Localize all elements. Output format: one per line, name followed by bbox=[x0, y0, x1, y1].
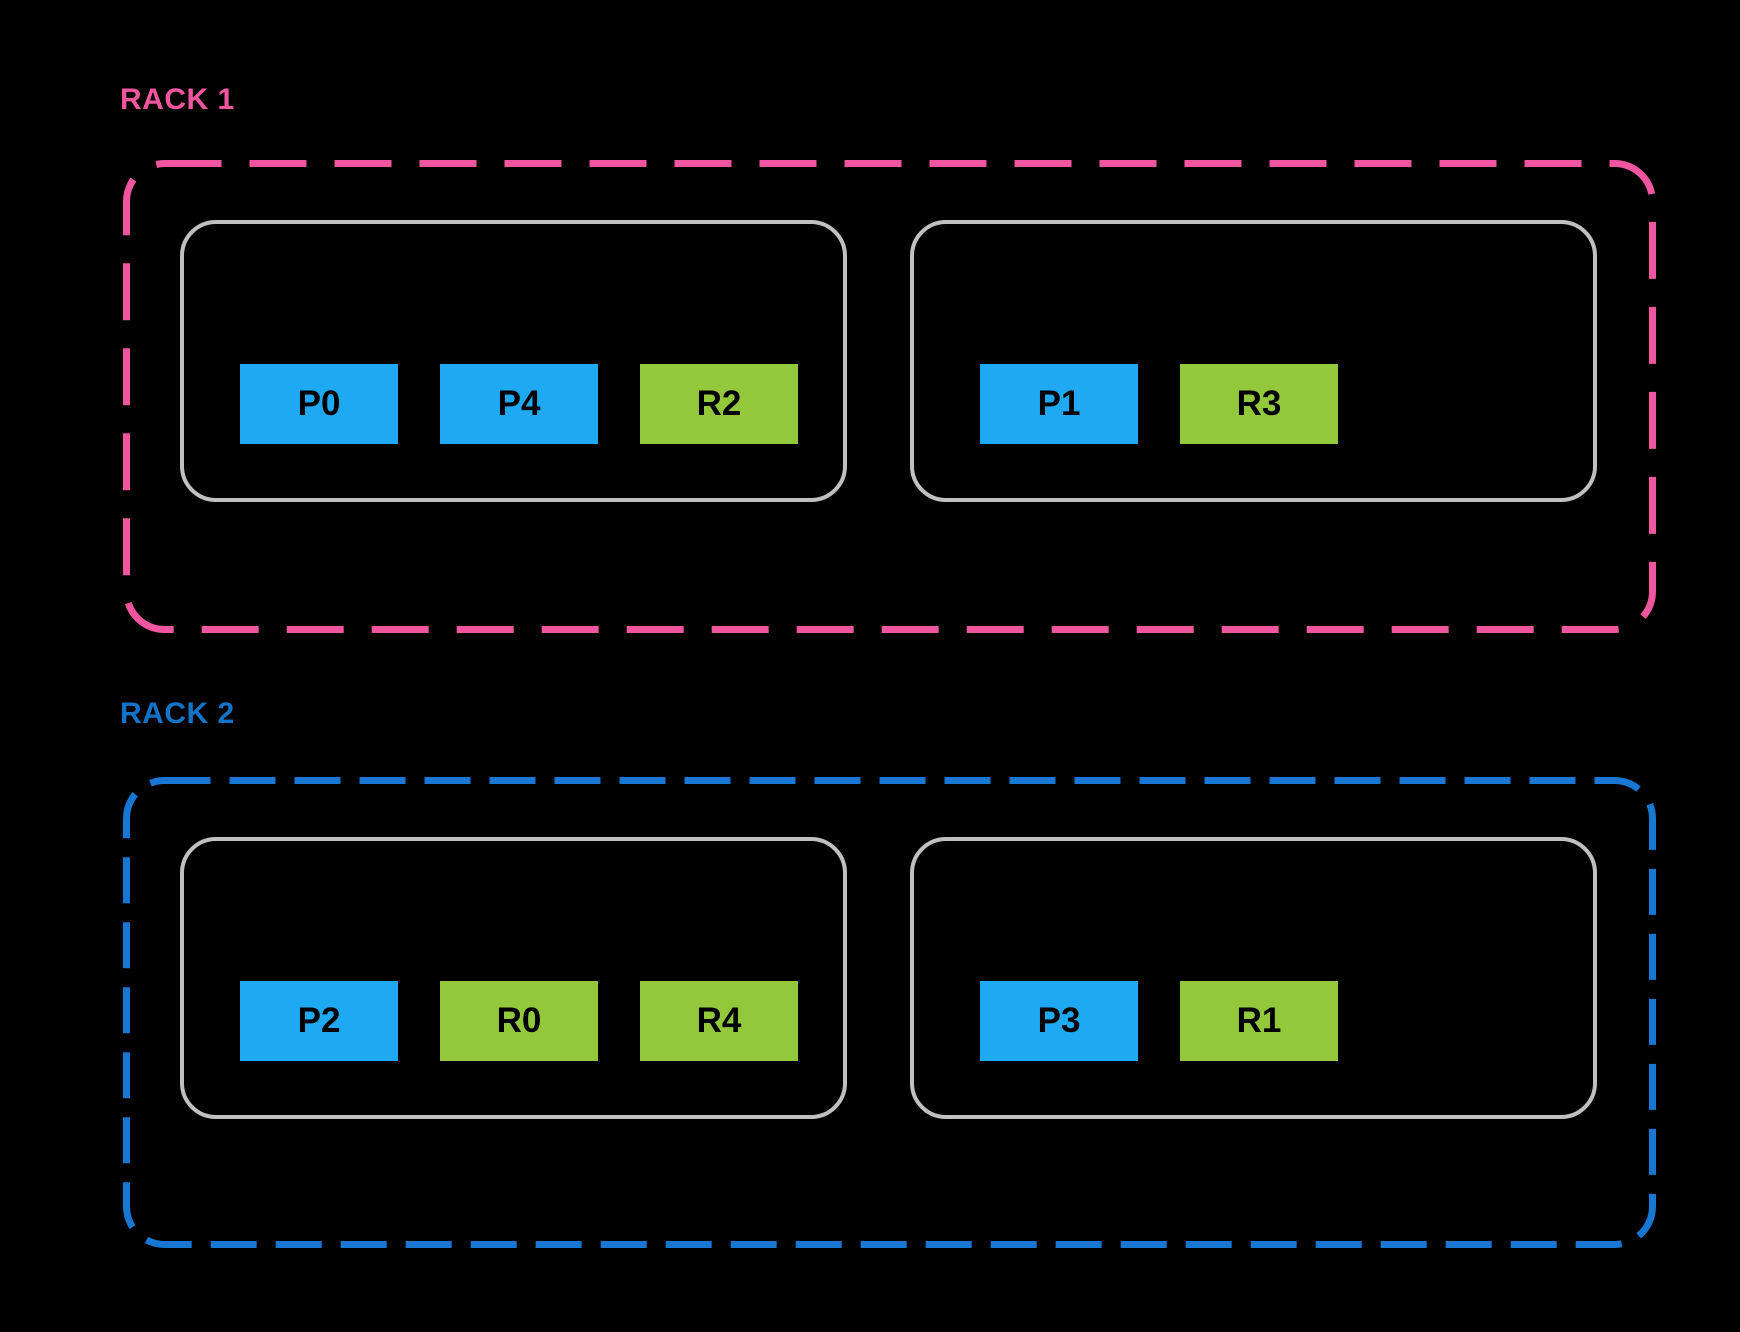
shard-r2-label: R2 bbox=[696, 384, 742, 423]
shard-p1: P1 bbox=[980, 364, 1138, 444]
shard-r1-label: R1 bbox=[1236, 1001, 1282, 1040]
rack2-node1: P2 R0 R4 bbox=[180, 837, 847, 1119]
shard-p2-label: P2 bbox=[297, 1001, 341, 1040]
rack2-node2: P3 R1 bbox=[910, 837, 1597, 1119]
rack2-container: P2 R0 R4 P3 R1 bbox=[123, 777, 1656, 1248]
shard-p1-label: P1 bbox=[1037, 384, 1081, 423]
shard-r3: R3 bbox=[1180, 364, 1338, 444]
rack1-dashed-outline bbox=[123, 160, 1656, 633]
shard-p0-label: P0 bbox=[297, 384, 341, 423]
rack1-node1: P0 P4 R2 bbox=[180, 220, 847, 502]
shard-r3-label: R3 bbox=[1236, 384, 1282, 423]
shard-r0: R0 bbox=[440, 981, 598, 1061]
rack2-dashed-outline bbox=[123, 777, 1656, 1248]
shard-r0-label: R0 bbox=[496, 1001, 542, 1040]
shard-p3: P3 bbox=[980, 981, 1138, 1061]
shard-r4: R4 bbox=[640, 981, 798, 1061]
shard-p0: P0 bbox=[240, 364, 398, 444]
shard-p3-label: P3 bbox=[1037, 1001, 1081, 1040]
shard-p2: P2 bbox=[240, 981, 398, 1061]
rack1-label: RACK 1 bbox=[120, 83, 235, 116]
shard-p4-label: P4 bbox=[497, 384, 541, 423]
rack1-node2: P1 R3 bbox=[910, 220, 1597, 502]
shard-p4: P4 bbox=[440, 364, 598, 444]
shard-r4-label: R4 bbox=[696, 1001, 742, 1040]
shard-r2: R2 bbox=[640, 364, 798, 444]
rack1-container: P0 P4 R2 P1 R3 bbox=[123, 160, 1656, 633]
shard-r1: R1 bbox=[1180, 981, 1338, 1061]
rack2-label: RACK 2 bbox=[120, 697, 235, 730]
